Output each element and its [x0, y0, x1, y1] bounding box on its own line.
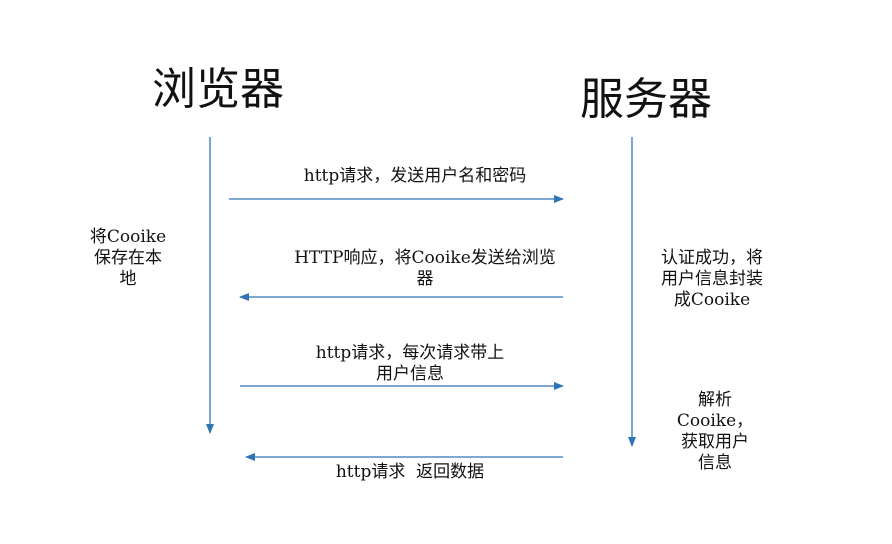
browser-note-line-2: 保存在本 [94, 248, 162, 268]
server-note-parse-line-2: Cooike， [676, 411, 754, 431]
browser-note-line-1: 将Cooike [89, 227, 167, 247]
message-3-line-1: http请求，每次请求带上 [315, 343, 505, 363]
message-3-line-2: 用户信息 [376, 364, 444, 384]
server-title: 服务器 [580, 74, 712, 125]
message-4-label: http请求 返回数据 [310, 420, 510, 504]
browser-note: 将Cooike 保存在本 地 [78, 227, 178, 290]
message-2-label: HTTP响应，将Cooike发送给浏览 器 [280, 248, 570, 290]
server-note-parse-line-1: 解析 [698, 390, 732, 410]
message-1-label: http请求，发送用户名和密码 [280, 166, 550, 187]
message-2-line-2: 器 [416, 269, 434, 289]
server-note-auth-line-3: 成Cooike [673, 290, 751, 310]
message-1-line-1: http请求，发送用户名和密码 [303, 166, 527, 186]
server-note-auth: 认证成功，将 用户信息封装 成Cooike [650, 248, 774, 311]
browser-title: 浏览器 [152, 64, 284, 115]
message-2-line-1: HTTP响应，将Cooike发送给浏览 [294, 248, 556, 268]
message-4-line-1: http请求 返回数据 [335, 462, 485, 482]
message-3-label: http请求，每次请求带上 用户信息 [290, 343, 530, 385]
server-note-auth-line-2: 用户信息封装 [661, 269, 763, 289]
server-note-parse-line-3: 获取用户 [681, 432, 749, 452]
server-note-auth-line-1: 认证成功，将 [661, 248, 763, 268]
server-note-parse-line-4: 信息 [698, 453, 732, 473]
server-note-parse: 解析 Cooike， 获取用户 信息 [660, 390, 770, 474]
browser-note-line-3: 地 [119, 269, 137, 289]
